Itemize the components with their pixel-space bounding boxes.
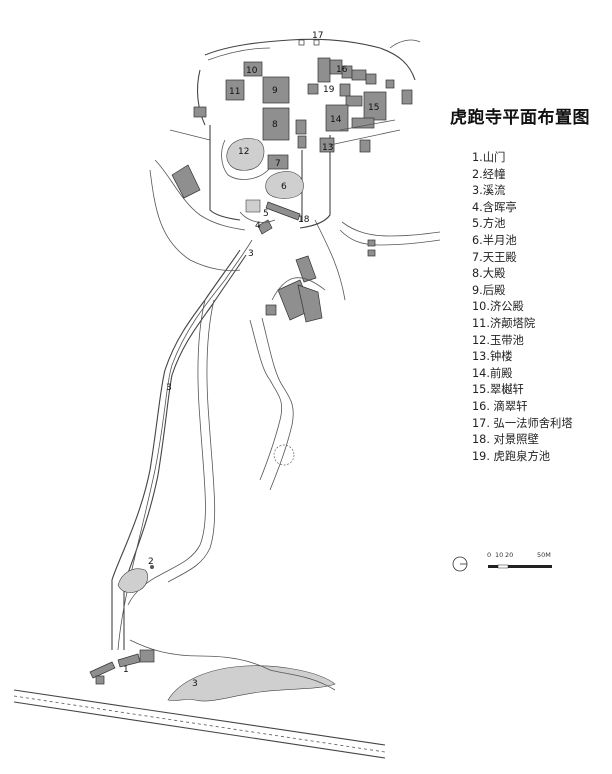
label-5: 5 xyxy=(263,209,269,219)
label-18: 18 xyxy=(298,215,310,225)
label-7: 7 xyxy=(275,159,281,169)
legend-item: 7.天王殿 xyxy=(472,250,517,264)
road xyxy=(13,689,386,759)
legend-item: 3.溪流 xyxy=(472,184,506,198)
sutra-pillar-marker xyxy=(150,565,154,569)
scale-label-10: 10 xyxy=(495,551,504,559)
pond-near-sutra-pillar xyxy=(117,568,149,593)
legend-item: 19. 虎跑泉方池 xyxy=(472,449,551,463)
label-15: 15 xyxy=(368,103,379,113)
jade-belt-pond xyxy=(226,138,265,171)
east-building-cluster xyxy=(307,57,413,257)
main-compound xyxy=(169,38,421,229)
label-2: 2 xyxy=(148,557,154,567)
label-3-top: 3 xyxy=(248,249,254,259)
legend-item: 2.经幢 xyxy=(472,167,506,181)
middle-building-cluster xyxy=(265,255,326,323)
scale-label-50m: 50M xyxy=(537,551,551,559)
approach-paths xyxy=(111,159,441,691)
label-4: 4 xyxy=(255,221,261,231)
label-16: 16 xyxy=(336,65,348,75)
label-13: 13 xyxy=(322,143,333,153)
label-12: 12 xyxy=(238,147,249,157)
plan-title: 虎跑寺平面布置图 xyxy=(450,108,590,128)
main-axis-buildings xyxy=(171,61,307,199)
scale-label-20: 20 xyxy=(505,551,514,559)
label-6: 6 xyxy=(281,182,287,192)
label-11: 11 xyxy=(229,87,240,97)
scale-label-0: 0 xyxy=(487,551,492,559)
legend-item: 5.方池 xyxy=(472,217,506,231)
scale-bar xyxy=(452,556,552,572)
label-3-bottom: 3 xyxy=(192,679,198,689)
label-10: 10 xyxy=(246,66,258,76)
relic-stupa-marker xyxy=(298,39,320,46)
legend-item: 17. 弘一法师舍利塔 xyxy=(472,416,573,430)
label-19: 19 xyxy=(323,85,335,95)
legend-item: 12.玉带池 xyxy=(472,333,524,347)
legend-item: 15.翠樾轩 xyxy=(472,383,524,397)
legend: 1.山门 2.经幢 3.溪流 4.含晖亭 5.方池 6.半月池 7.天王殿 8.… xyxy=(472,150,573,465)
label-9: 9 xyxy=(272,86,278,96)
label-1: 1 xyxy=(123,665,129,675)
half-moon-pond xyxy=(265,171,304,199)
legend-item: 4.含晖亭 xyxy=(472,200,517,214)
legend-item: 18. 对景照壁 xyxy=(472,433,539,447)
label-8: 8 xyxy=(272,120,278,130)
legend-item: 14.前殿 xyxy=(472,366,513,380)
fang-pond-area xyxy=(239,199,301,235)
north-arrow-icon xyxy=(452,556,468,572)
label-17: 17 xyxy=(312,31,323,41)
legend-item: 11.济颠塔院 xyxy=(472,316,536,330)
legend-item: 10.济公殿 xyxy=(472,300,524,314)
tree-icon xyxy=(273,444,295,466)
entrance-buildings xyxy=(89,649,155,685)
legend-item: 8.大殿 xyxy=(472,267,506,281)
legend-item: 16. 滴翠轩 xyxy=(472,399,528,413)
plan-numbers: 1 2 3 3 3 4 5 6 7 8 9 10 11 12 13 14 15 … xyxy=(123,31,379,689)
label-3-middle: 3 xyxy=(166,383,172,393)
legend-item: 1.山门 xyxy=(472,151,506,164)
legend-item: 9.后殿 xyxy=(472,283,506,297)
label-14: 14 xyxy=(330,115,342,125)
legend-item: 6.半月池 xyxy=(472,233,517,247)
legend-item: 13.钟楼 xyxy=(472,350,513,364)
